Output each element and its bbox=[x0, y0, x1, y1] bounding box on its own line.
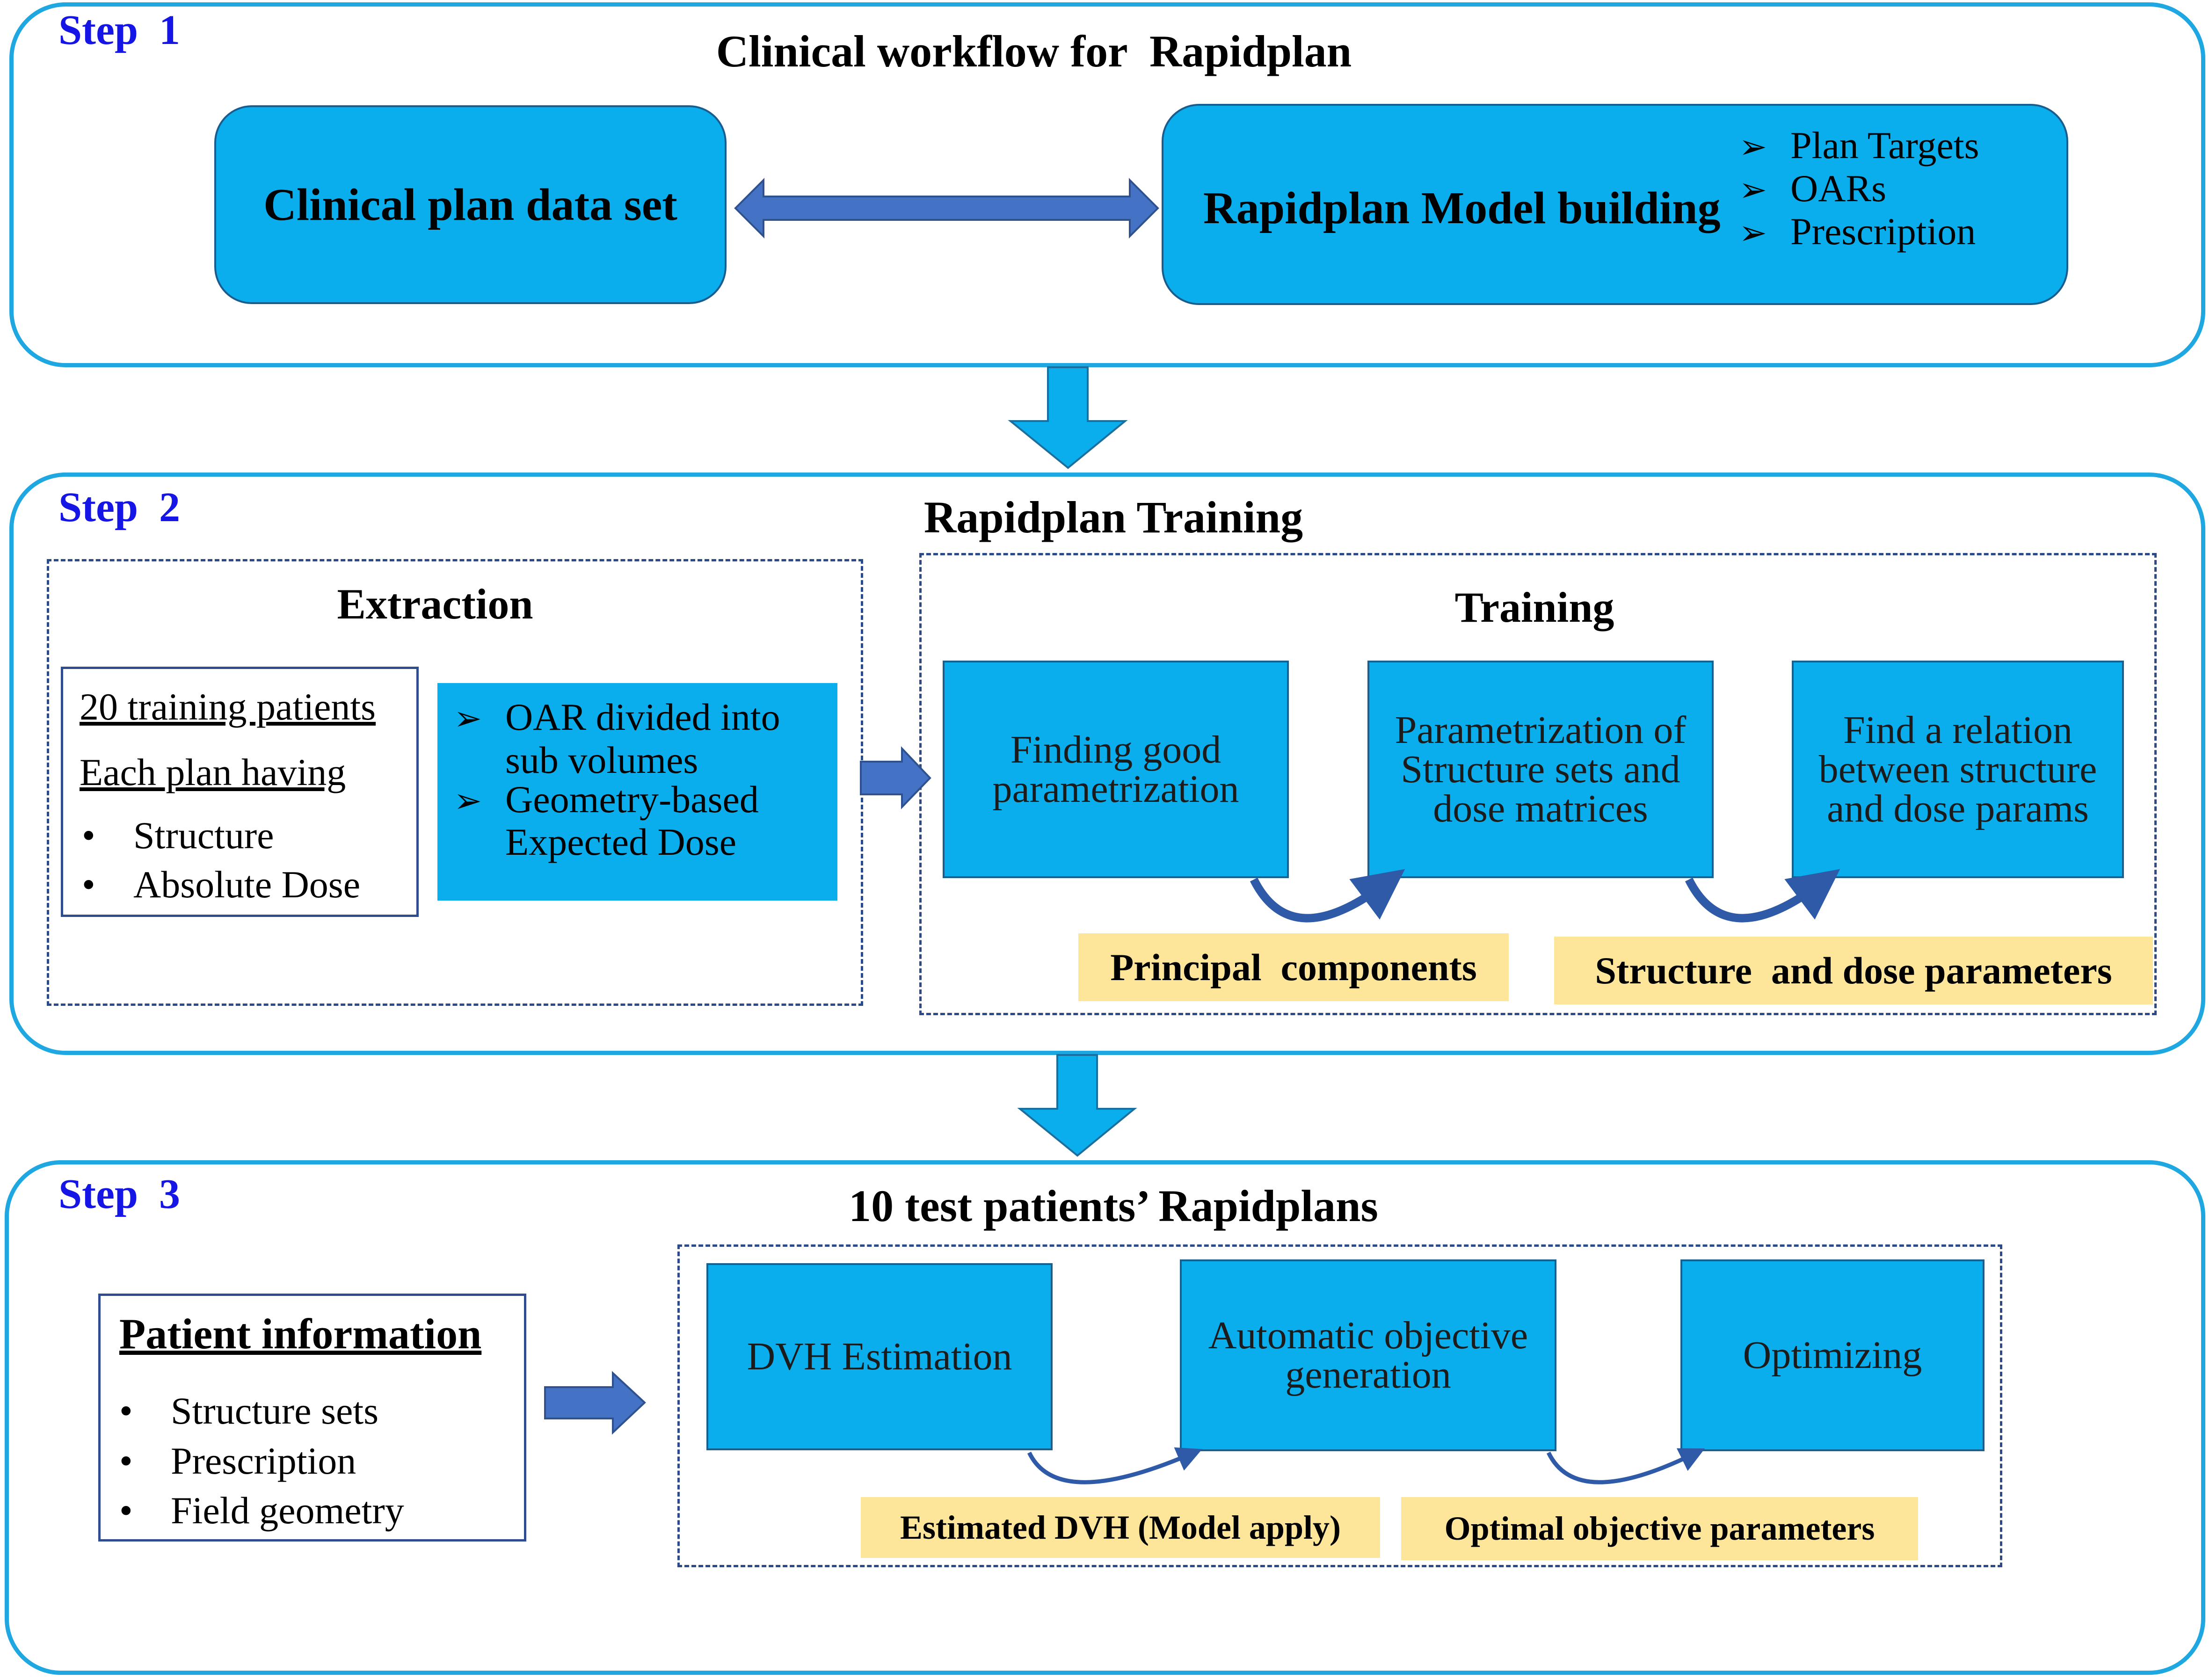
list-item: •Structure bbox=[82, 814, 274, 857]
list-item: ➢Geometry-based bbox=[454, 779, 780, 823]
list-item: ➢OARs bbox=[1739, 168, 1979, 211]
structure-dose-parameters-tag: Structure and dose parameters bbox=[1554, 937, 2153, 1004]
arrowhead-bullet-icon: ➢ bbox=[454, 700, 482, 737]
step1-label: Step 1 bbox=[58, 7, 181, 53]
oar-list: ➢OAR divided into sub volumes ➢Geometry-… bbox=[454, 697, 780, 861]
training-patients-box: 20 training patients Each plan having •S… bbox=[61, 667, 419, 917]
list-item: ➢Plan Targets bbox=[1739, 125, 1979, 168]
dvh-estimation-box: DVH Estimation bbox=[706, 1263, 1053, 1450]
optimizing-box: Optimizing bbox=[1680, 1259, 1985, 1451]
clinical-plan-data-set-label: Clinical plan data set bbox=[263, 179, 677, 230]
list-item: •Field geometry bbox=[119, 1489, 404, 1532]
list-item: •Prescription bbox=[119, 1440, 356, 1482]
clinical-plan-data-set-box: Clinical plan data set bbox=[214, 105, 727, 304]
list-item: ➢Prescription bbox=[1739, 211, 1979, 255]
curved-arrow-icon bbox=[1250, 869, 1405, 923]
principal-components-tag: Principal components bbox=[1078, 933, 1509, 1001]
parametrization-structure-box: Parametrization of Structure sets and do… bbox=[1367, 661, 1714, 878]
optimal-objective-tag: Optimal objective parameters bbox=[1401, 1497, 1918, 1560]
each-plan-having: Each plan having bbox=[80, 751, 346, 793]
step2-label: Step 2 bbox=[58, 484, 181, 531]
finding-parametrization-box: Finding good parametrization bbox=[943, 661, 1289, 878]
training-title: Training bbox=[1454, 583, 1614, 631]
estimated-dvh-tag: Estimated DVH (Model apply) bbox=[861, 1497, 1380, 1558]
find-relation-box: Find a relation between structure and do… bbox=[1792, 661, 2124, 878]
patient-information-title: Patient information bbox=[119, 1310, 482, 1358]
list-item: •Absolute Dose bbox=[82, 863, 361, 906]
down-arrow-icon bbox=[1017, 1054, 1137, 1157]
right-arrow-icon bbox=[860, 746, 931, 809]
bullet-dot-icon: • bbox=[119, 1440, 133, 1482]
bullet-dot-icon: • bbox=[82, 863, 95, 906]
list-item-continuation: sub volumes bbox=[505, 738, 698, 781]
down-arrow-icon bbox=[1008, 366, 1128, 469]
step2-title: Rapidplan Training bbox=[923, 492, 1303, 542]
training-patients-count: 20 training patients bbox=[80, 685, 376, 728]
right-arrow-icon bbox=[544, 1371, 646, 1435]
curved-arrow-icon bbox=[1546, 1448, 1705, 1484]
bullet-dot-icon: • bbox=[119, 1489, 133, 1532]
model-building-list: ➢Plan Targets ➢OARs ➢Prescription bbox=[1739, 125, 1979, 255]
list-item: ➢OAR divided into bbox=[454, 697, 780, 741]
arrowhead-bullet-icon: ➢ bbox=[1739, 214, 1767, 252]
bullet-dot-icon: • bbox=[119, 1389, 133, 1432]
arrowhead-bullet-icon: ➢ bbox=[454, 782, 482, 820]
double-arrow-icon bbox=[734, 178, 1159, 239]
curved-arrow-icon bbox=[1027, 1447, 1202, 1484]
patient-information-box: Patient information •Structure sets •Pre… bbox=[98, 1294, 526, 1542]
list-item-continuation: Expected Dose bbox=[505, 821, 737, 864]
list-item: •Structure sets bbox=[119, 1389, 379, 1432]
bullet-dot-icon: • bbox=[82, 814, 95, 857]
extraction-title: Extraction bbox=[337, 580, 533, 628]
step3-title: 10 test patients’ Rapidplans bbox=[849, 1181, 1378, 1231]
model-building-box: Rapidplan Model building ➢Plan Targets ➢… bbox=[1162, 104, 2068, 305]
step3-label: Step 3 bbox=[58, 1171, 181, 1217]
model-building-label: Rapidplan Model building bbox=[1203, 183, 1721, 233]
step1-title: Clinical workflow for Rapidplan bbox=[716, 26, 1352, 76]
rapidplan-process-frame bbox=[677, 1244, 2002, 1567]
automatic-objective-box: Automatic objective generation bbox=[1180, 1259, 1556, 1451]
oar-subvolume-box: ➢OAR divided into sub volumes ➢Geometry-… bbox=[437, 683, 837, 901]
curved-arrow-icon bbox=[1685, 869, 1840, 923]
arrowhead-bullet-icon: ➢ bbox=[1739, 128, 1767, 166]
arrowhead-bullet-icon: ➢ bbox=[1739, 171, 1767, 209]
